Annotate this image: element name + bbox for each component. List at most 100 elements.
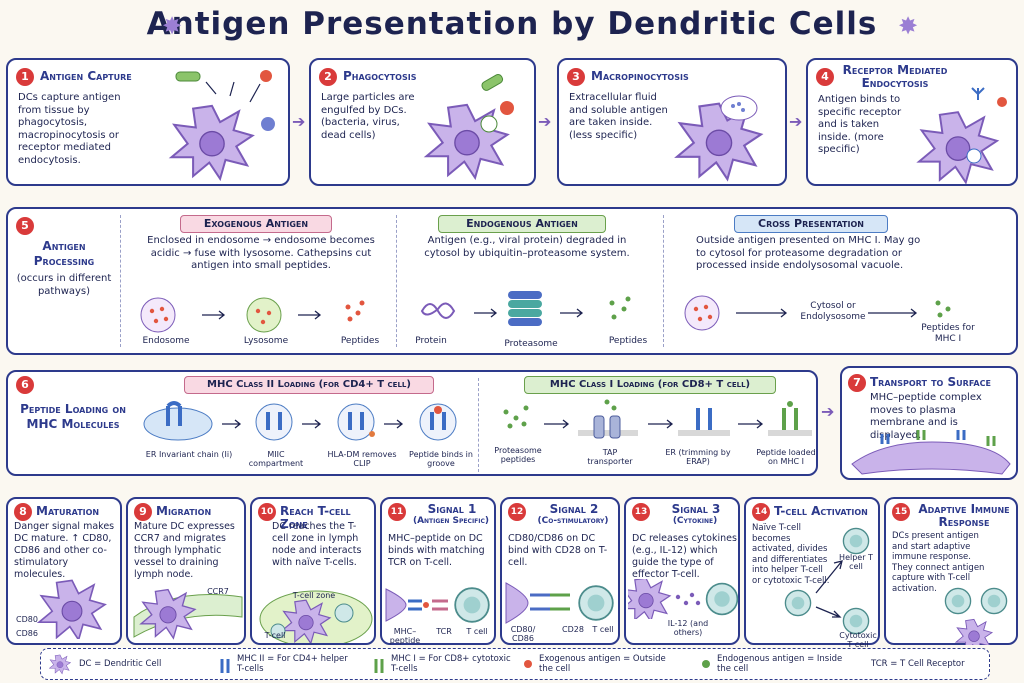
legend: DC = Dendritic Cell MHC II = For CD4+ he… bbox=[40, 648, 990, 680]
tcr-label: TCR bbox=[432, 627, 456, 636]
endogenous-pathway-illustration bbox=[404, 281, 660, 343]
cd86-label: CD86 bbox=[12, 629, 42, 638]
receptor-endocytosis-illustration bbox=[908, 80, 1016, 184]
step-text: DCs capture antigen from tissue by phago… bbox=[18, 92, 138, 167]
legend-dc: DC = Dendritic Cell bbox=[79, 659, 199, 669]
dc-legend-icon bbox=[49, 653, 71, 675]
step-10-reach-tcell-zone: 10 Reach T-cell Zone DC reaches the T-ce… bbox=[250, 497, 376, 645]
step-11-signal-1: 11 Signal 1 (Antigen Specific) MHC–pepti… bbox=[380, 497, 496, 645]
step-number: 10 bbox=[258, 503, 276, 521]
step-number: 14 bbox=[752, 503, 770, 521]
step-number: 3 bbox=[567, 68, 585, 86]
cross-presentation-text: Outside antigen presented on MHC I. May … bbox=[696, 235, 932, 273]
peptides-mhc1-label: Peptides for MHC I bbox=[910, 323, 986, 345]
hla-dm-label: HLA-DM removes CLIP bbox=[324, 450, 400, 468]
flow-arrow-icon: ➔ bbox=[292, 112, 305, 131]
step-number: 8 bbox=[14, 503, 32, 521]
il12-label: IL-12 (and others) bbox=[660, 619, 716, 637]
dc-deco-icon: ✸ bbox=[162, 12, 182, 40]
cross-presentation-label: Cross Presentation bbox=[734, 215, 888, 233]
legend-endogenous: Endogenous antigen = Inside the cell bbox=[717, 654, 857, 674]
helper-tcell-label: Helper T cell bbox=[836, 553, 876, 571]
mhc1-loading-label: MHC Class I Loading (for CD8+ T cell) bbox=[524, 376, 776, 394]
step-text: DCs present antigen and start adaptive i… bbox=[892, 531, 988, 594]
cytosol-endolysosome-label: Cytosol or Endolysosome bbox=[798, 301, 868, 323]
macropinocytosis-illustration bbox=[667, 68, 783, 182]
step-text: CD80/CD86 on DC bind with CD28 on T-cell… bbox=[508, 533, 614, 569]
step-3-macropinocytosis: 3 Macropinocytosis Extracellular fluid a… bbox=[557, 58, 787, 186]
step-text: Extracellular fluid and soluble antigen … bbox=[569, 92, 669, 142]
step-text: DC reaches the T-cell zone in lymph node… bbox=[272, 521, 368, 569]
legend-mhc1: MHC I = For CD8+ cytotoxic T-cells bbox=[391, 654, 511, 674]
phagocytosis-illustration bbox=[419, 68, 533, 182]
step-title: Phagocytosis bbox=[343, 70, 416, 83]
endogenous-legend-icon bbox=[701, 659, 711, 669]
mhc-peptide-label: MHC–peptide bbox=[384, 627, 426, 645]
flow-arrow-icon: ➔ bbox=[821, 402, 834, 421]
tcr-binding-illustration bbox=[384, 583, 496, 625]
step-number: 15 bbox=[892, 503, 910, 521]
step-6-peptide-loading: 6 Peptide Loading on MHC Molecules MHC C… bbox=[6, 370, 818, 476]
step-number: 5 bbox=[16, 217, 34, 235]
step-subtitle: (Co-stimulatory) bbox=[526, 515, 620, 528]
step-number: 6 bbox=[16, 376, 34, 394]
dc-deco-icon: ✸ bbox=[898, 12, 918, 40]
tcell-label: T cell bbox=[462, 627, 492, 636]
tcell-label: T-cell bbox=[260, 631, 290, 640]
endosome-label: Endosome bbox=[136, 337, 196, 346]
protein-label: Protein bbox=[406, 337, 456, 346]
peptide-groove-label: Peptide binds in groove bbox=[408, 450, 474, 468]
mhc2-loading-illustration bbox=[138, 396, 474, 448]
step-1-antigen-capture: 1 Antigen Capture DCs capture antigen fr… bbox=[6, 58, 290, 186]
step-number: 2 bbox=[319, 68, 337, 86]
cd80-label: CD80 bbox=[12, 615, 42, 624]
step-title: Antigen Capture bbox=[40, 70, 132, 83]
mhc1-legend-icon bbox=[371, 655, 387, 675]
endogenous-label: Endogenous Antigen bbox=[438, 215, 606, 233]
peptide-loaded-label: Peptide loaded on MHC I bbox=[756, 448, 816, 466]
step-15-adaptive-response: 15 Adaptive Immune Response DCs present … bbox=[884, 497, 1018, 645]
step-4-receptor-endocytosis: 4 Receptor Mediated Endocytosis Antigen … bbox=[806, 58, 1018, 186]
peptides-label: Peptides bbox=[330, 337, 390, 346]
surface-display-illustration bbox=[848, 424, 1014, 478]
step-7-transport-to-surface: 7 Transport to Surface MHC–peptide compl… bbox=[840, 366, 1018, 480]
step-number: 4 bbox=[816, 68, 834, 86]
step-title: T-cell Activation bbox=[774, 505, 868, 518]
exogenous-text: Enclosed in endosome → endosome becomes … bbox=[136, 235, 386, 273]
tcell-label: T cell bbox=[588, 625, 618, 634]
costimulation-illustration bbox=[504, 579, 620, 625]
step-number: 11 bbox=[388, 503, 406, 521]
miic-label: MIIC compartment bbox=[248, 450, 304, 468]
step-text: MHC–peptide on DC binds with matching TC… bbox=[388, 533, 492, 569]
step-13-signal-3: 13 Signal 3 (Cytokine) DC releases cytok… bbox=[624, 497, 740, 645]
step-number: 1 bbox=[16, 68, 34, 86]
step-5-antigen-processing: 5 Antigen Processing (occurs in differen… bbox=[6, 207, 1018, 355]
er-invariant-label: ER Invariant chain (Ii) bbox=[144, 450, 234, 459]
step-title: Adaptive Immune Response bbox=[912, 503, 1016, 529]
step-title: Migration bbox=[156, 505, 211, 518]
step-subtitle: (Antigen Specific) bbox=[406, 515, 496, 528]
ccr7-label: CCR7 bbox=[198, 587, 238, 596]
step-8-maturation: 8 Maturation Danger signal makes DC matu… bbox=[6, 497, 122, 645]
mhc2-legend-icon bbox=[217, 655, 233, 675]
endogenous-text: Antigen (e.g., viral protein) degraded i… bbox=[412, 235, 642, 260]
step-title: Peptide Loading on MHC Molecules bbox=[16, 402, 130, 432]
immune-response-illustration bbox=[942, 587, 1018, 645]
cytokine-illustration bbox=[628, 579, 740, 619]
legend-exogenous: Exogenous antigen = Outside the cell bbox=[539, 654, 679, 674]
legend-tcr: TCR = T Cell Receptor bbox=[871, 659, 987, 669]
tcell-differentiation-illustration bbox=[760, 525, 878, 641]
step-title: Maturation bbox=[36, 505, 99, 518]
step-number: 7 bbox=[848, 374, 866, 392]
flow-arrow-icon: ➔ bbox=[538, 112, 551, 131]
step-text: Large particles are engulfed by DCs. (ba… bbox=[321, 92, 421, 142]
step-text: Danger signal makes DC mature. ↑ CD80, C… bbox=[14, 521, 118, 581]
flow-arrow-icon: ➔ bbox=[789, 112, 802, 131]
cytotoxic-tcell-label: Cytotoxic T cell bbox=[836, 631, 880, 649]
step-title: Transport to Surface bbox=[870, 376, 991, 389]
page-title: Antigen Presentation by Dendritic Cells bbox=[0, 6, 1024, 42]
dc-capture-illustration bbox=[142, 66, 287, 182]
step-title: Antigen Processing bbox=[28, 239, 100, 269]
peptides-label: Peptides bbox=[598, 337, 658, 346]
step-text: Antigen binds to specific receptor and i… bbox=[818, 94, 910, 157]
